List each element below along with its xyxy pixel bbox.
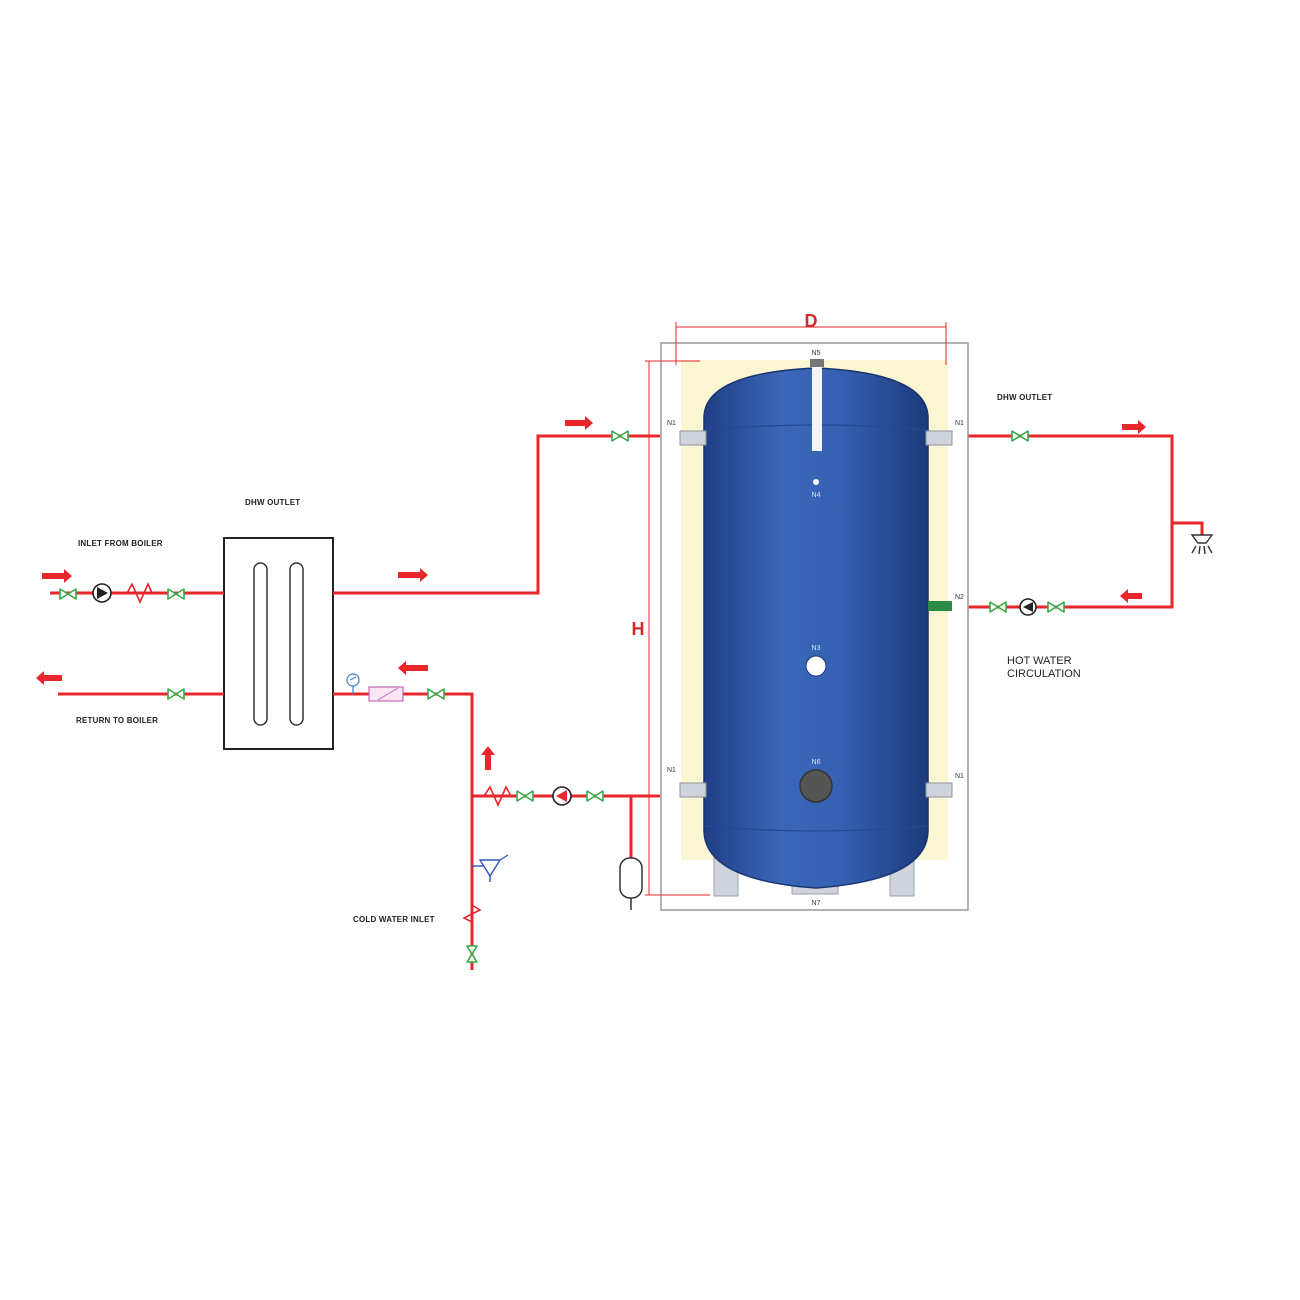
nozzle-n1-top-right-label: N1 xyxy=(955,420,964,427)
dhw-outlet-left-label: DHW OUTLET xyxy=(245,498,300,507)
nozzle-n5-label: N5 xyxy=(812,350,821,357)
safety-valve-icon xyxy=(472,854,509,882)
flow-arrows xyxy=(36,416,1146,770)
nozzle-n1-bottom-right-label: N1 xyxy=(955,773,964,780)
dhw-outlet-right-label: DHW OUTLET xyxy=(997,393,1052,402)
expansion-vessel xyxy=(619,857,643,910)
nozzle-n6-label: N6 xyxy=(812,759,821,766)
circulation-pump-icon xyxy=(1019,598,1037,616)
tank-assembly xyxy=(660,342,969,911)
loop-pump-icon xyxy=(552,786,572,806)
nozzle-n2-label: N2 xyxy=(955,594,964,601)
nozzle-n1-bottom-left-label: N1 xyxy=(667,767,676,774)
shower-head-icon xyxy=(1190,534,1214,555)
heat-exchanger xyxy=(223,537,334,750)
nozzle-n3-label: N3 xyxy=(812,645,821,652)
return-to-boiler-label: RETURN TO BOILER xyxy=(76,716,158,725)
dimension-lines xyxy=(645,322,947,896)
hot-water-circulation-label-line1: HOT WATER xyxy=(1007,655,1072,667)
inlet-from-boiler-label: INLET FROM BOILER xyxy=(78,539,163,548)
hot-water-circulation-label-line2: CIRCULATION xyxy=(1007,668,1081,680)
nozzle-n7-label: N7 xyxy=(812,900,821,907)
dimension-h-label: H xyxy=(632,619,645,639)
dimension-d-label: D xyxy=(805,311,818,331)
gauge-icon xyxy=(346,673,360,694)
boiler-pump-icon xyxy=(92,583,112,603)
check-valves xyxy=(126,582,512,923)
nozzle-n4-label: N4 xyxy=(812,492,821,499)
cold-water-inlet-label: COLD WATER INLET xyxy=(353,915,435,924)
strainer xyxy=(368,686,404,702)
nozzle-n1-top-left-label: N1 xyxy=(667,420,676,427)
pumps xyxy=(92,583,1037,806)
